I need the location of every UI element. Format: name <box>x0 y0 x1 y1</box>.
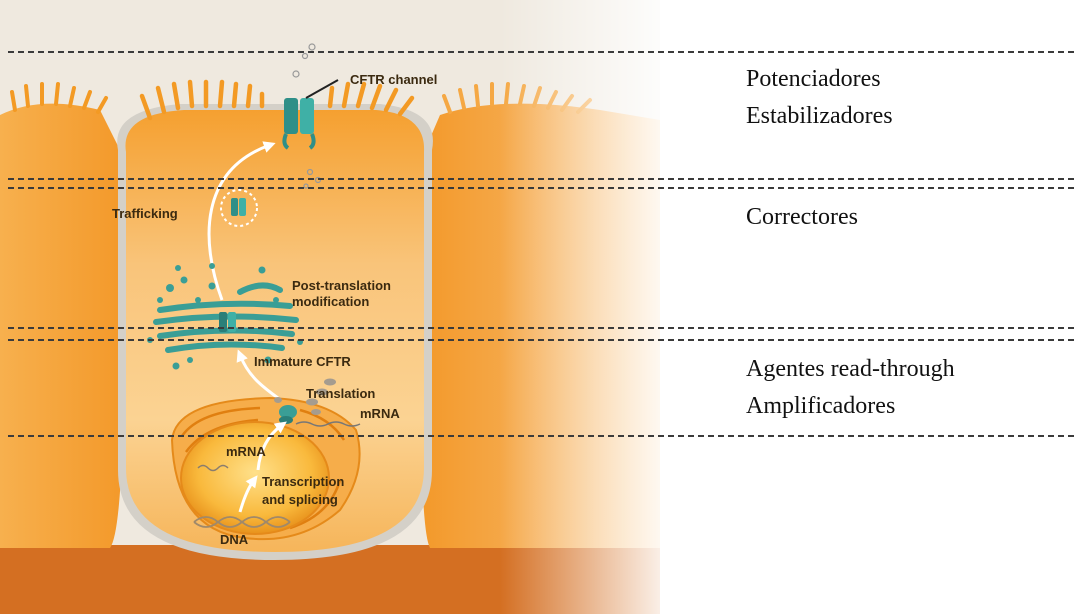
label-translation: Translation <box>306 386 375 401</box>
category-estabilizadores: Estabilizadores <box>746 101 893 132</box>
label-cftr-channel: CFTR channel <box>350 72 437 87</box>
category-amplificadores: Amplificadores <box>746 391 895 422</box>
label-trafficking: Trafficking <box>112 206 178 221</box>
label-dna: DNA <box>220 532 249 547</box>
category-potenciadores: Potenciadores <box>746 64 881 95</box>
fade-overlay <box>500 0 680 614</box>
label-post-translation-1: Post-translation <box>292 278 391 293</box>
category-correctores: Correctores <box>746 202 858 233</box>
label-mrna-nucleus: mRNA <box>226 444 266 459</box>
label-post-translation-2: modification <box>292 294 369 309</box>
label-transcription-1: Transcription <box>262 474 344 489</box>
label-transcription-2: and splicing <box>262 492 338 507</box>
left-neighbor-cell <box>0 104 123 548</box>
label-immature-cftr: Immature CFTR <box>254 354 351 369</box>
label-mrna-er: mRNA <box>360 406 400 421</box>
category-agentes-read-through: Agentes read-through <box>746 354 955 385</box>
